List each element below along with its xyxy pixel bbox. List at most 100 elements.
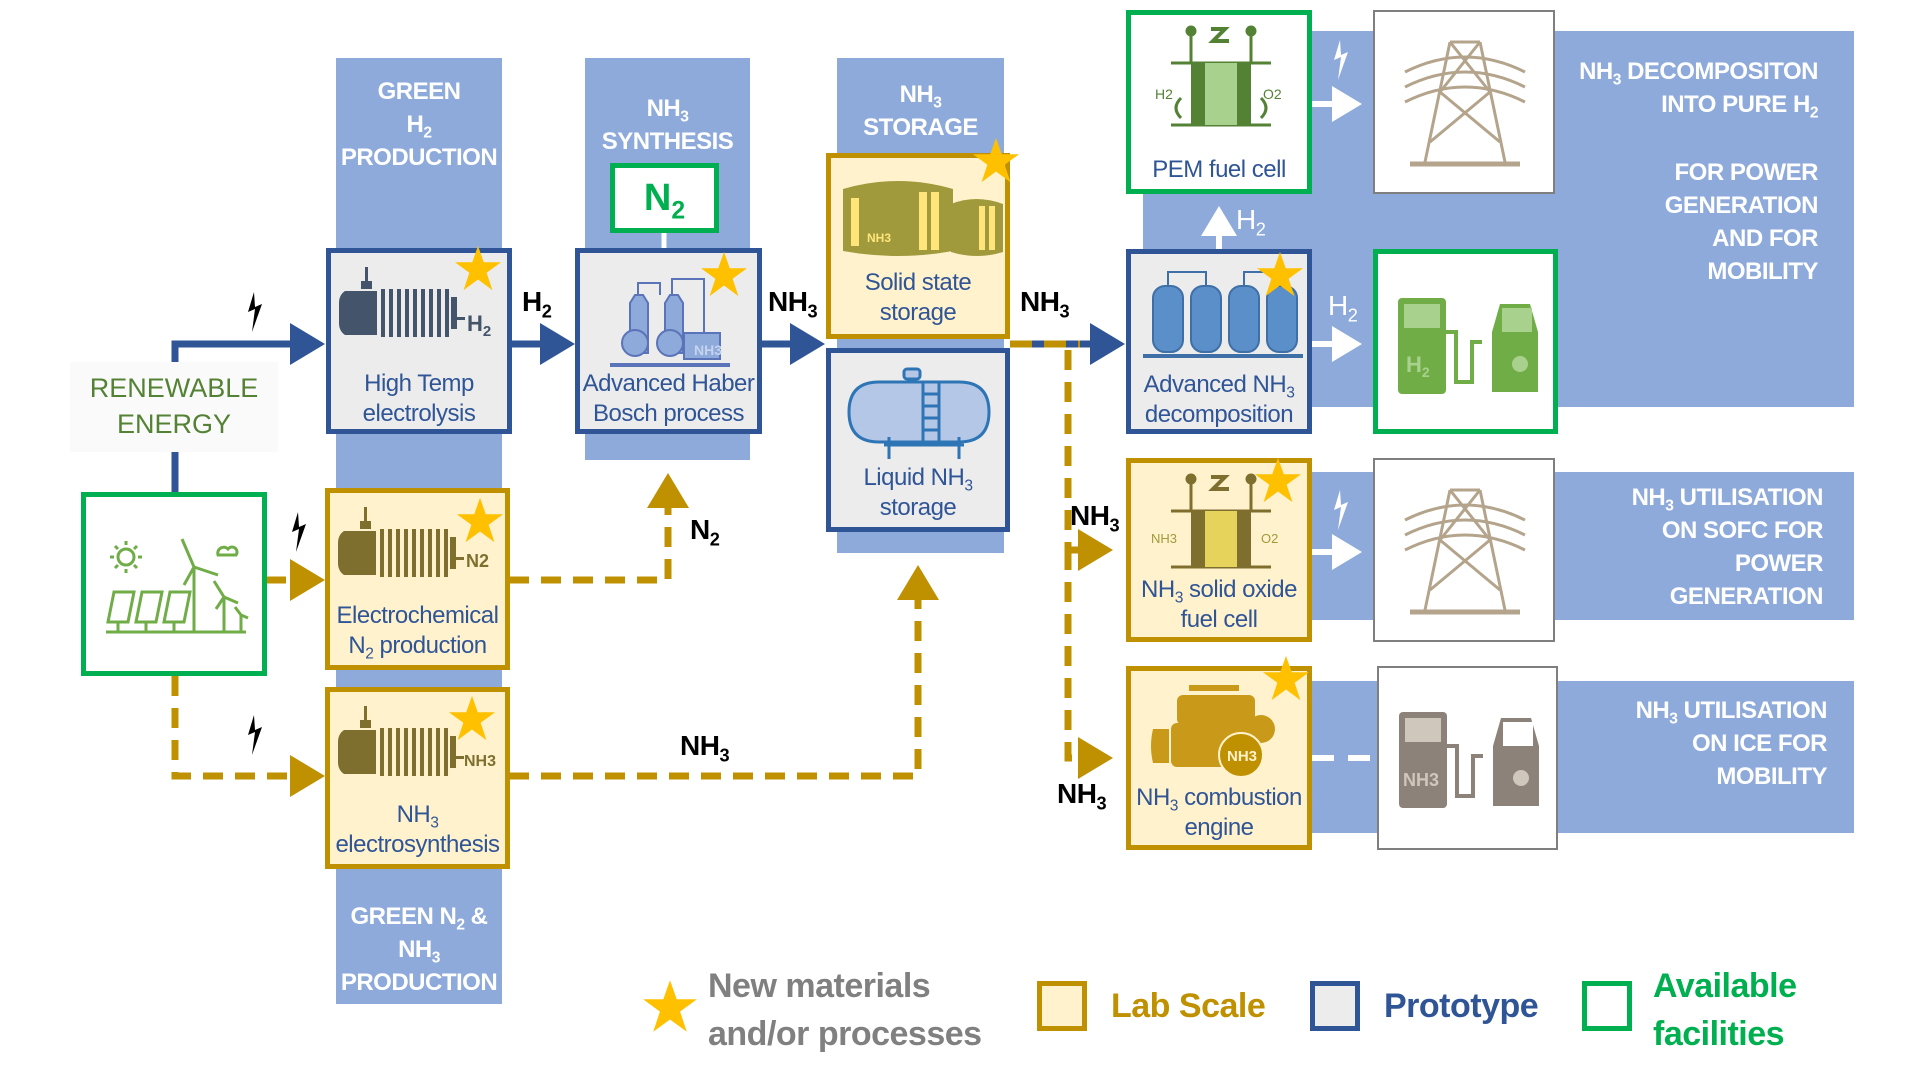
legend-prototype: Prototype xyxy=(1384,987,1539,1025)
text: facilities xyxy=(1653,1015,1785,1053)
reactor-columns-icon xyxy=(1143,271,1303,358)
stage-title-line: PRODUCTION xyxy=(340,144,498,171)
engine-icon: NH3 xyxy=(1151,685,1275,778)
application-title-sofc: NH3 UTILISATION ON SOFC FOR POWER GENERA… xyxy=(1523,481,1824,613)
star-icon xyxy=(456,497,504,543)
text: NH xyxy=(1635,697,1670,724)
box-power-grid-1 xyxy=(1373,10,1555,194)
text: Electrochemical xyxy=(336,602,499,629)
icon-tag: H2 xyxy=(467,311,491,340)
text: N2 production xyxy=(330,631,505,662)
box-label: Electrochemical N2 production xyxy=(330,601,505,662)
text: production xyxy=(373,632,488,659)
stage-title-line: STORAGE xyxy=(863,114,978,141)
text: NH xyxy=(1141,576,1175,603)
text: electrolysis xyxy=(362,400,476,427)
subscript: 2 xyxy=(423,124,432,142)
box-n2-supply[interactable]: N2 xyxy=(610,163,719,233)
renewable-energy-icon xyxy=(106,538,249,634)
text: & xyxy=(464,903,488,930)
flow-label-nh3: NH3 xyxy=(768,286,818,320)
text: NH xyxy=(396,801,431,828)
subscript: 3 xyxy=(431,949,441,967)
connector-renewable-to-electrosynth xyxy=(171,676,325,797)
text: Available xyxy=(1653,967,1797,1005)
text: New materials xyxy=(708,967,931,1005)
liquid-tank-icon xyxy=(847,367,991,459)
box-label: PEM fuel cell xyxy=(1131,155,1307,185)
icon-tag: NH3 xyxy=(464,753,496,770)
subscript: 3 xyxy=(1669,710,1678,728)
subscript: 3 xyxy=(1059,301,1070,322)
star-icon xyxy=(448,695,496,741)
star-icon xyxy=(454,245,502,291)
subscript: 3 xyxy=(1109,515,1120,536)
flow-label-h2: H2 xyxy=(522,286,552,322)
lightning-icon xyxy=(1334,490,1348,530)
n2-label: N2 xyxy=(644,177,685,223)
text: PEM fuel cell xyxy=(1152,156,1286,183)
app-title-line: FOR POWER xyxy=(1674,159,1819,186)
fuel-cell-icon: H2 O2 xyxy=(1155,25,1282,127)
chemical-plant-icon: NH3 xyxy=(610,278,730,367)
subscript: 2 xyxy=(1809,104,1819,122)
icon-tag: NH3 xyxy=(1151,531,1177,546)
star-icon xyxy=(1256,251,1304,297)
legend-swatch-available xyxy=(1582,981,1632,1031)
box-label: Solid state storage xyxy=(831,268,1005,328)
box-nh3-refuelling: NH3 xyxy=(1377,666,1558,850)
box-nh3-decomposition[interactable]: Advanced NH3 decomposition xyxy=(1126,249,1312,434)
subscript: 3 xyxy=(964,477,973,495)
subscript: 2 xyxy=(1347,305,1358,326)
stage-title-green-h2: GREEN H2 PRODUCTION xyxy=(336,75,502,174)
star-icon xyxy=(1254,457,1302,503)
connector-electrosynth-to-storage xyxy=(509,565,939,780)
text: ENERGY xyxy=(116,409,232,439)
legend-lab-scale: Lab Scale xyxy=(1111,987,1266,1025)
box-nh3-electrosynthesis[interactable]: NH3 NH3 electrosynthesis xyxy=(325,687,510,869)
text: N xyxy=(348,632,366,659)
text: decomposition xyxy=(1144,401,1294,428)
subscript: 2 xyxy=(456,916,465,934)
subscript: 3 xyxy=(430,814,439,832)
box-solid-state-storage[interactable]: NH3 Solid state storage xyxy=(826,153,1010,339)
subscript: 2 xyxy=(1255,219,1266,240)
text: Advanced NH3 xyxy=(1131,370,1307,402)
box-nh3-combustion-engine[interactable]: NH3 NH3 combustion engine xyxy=(1126,666,1312,850)
icon-tag: N2 xyxy=(466,551,489,571)
text: Solid state xyxy=(864,269,972,296)
box-pem-fuel-cell[interactable]: H2 O2 PEM fuel cell xyxy=(1126,10,1312,194)
text: NH3 solid oxide xyxy=(1131,575,1307,607)
icon-tag: O2 xyxy=(1263,86,1282,102)
stage-title-line: NH3 xyxy=(837,78,1004,111)
electrolyzer-icon: N2 xyxy=(338,507,489,577)
text: and/or processes xyxy=(708,1015,982,1053)
flow-label-nh3: NH3 xyxy=(1070,500,1120,536)
text: solid oxide xyxy=(1182,576,1297,603)
refuelling-station-icon: H2 xyxy=(1398,298,1538,394)
box-nh3-sofc[interactable]: NH3 O2 NH3 solid oxide fuel cell xyxy=(1126,458,1312,642)
subscript: 3 xyxy=(1286,384,1295,402)
subscript: 3 xyxy=(1174,589,1184,607)
stage-title-line: NH3 xyxy=(336,933,502,966)
legend-swatch-prototype xyxy=(1310,981,1360,1031)
subscript: 2 xyxy=(541,301,552,322)
text: RENEWABLE xyxy=(89,373,259,403)
text: NH3 combustion xyxy=(1131,783,1307,814)
subscript: 3 xyxy=(1665,497,1674,515)
box-label: NH3 combustion engine xyxy=(1131,783,1307,843)
box-liquid-nh3-storage[interactable]: Liquid NH3 storage xyxy=(826,348,1010,532)
renewable-energy-box[interactable] xyxy=(81,492,267,676)
text: storage xyxy=(879,299,957,326)
text: NH3 xyxy=(330,800,505,832)
text: storage xyxy=(879,494,957,521)
text: NH xyxy=(768,286,808,317)
lightning-icon xyxy=(1334,40,1348,80)
stage-title-line: GREEN N2 & xyxy=(336,900,502,933)
text: UTILISATION xyxy=(1673,484,1824,511)
electrolyzer-icon: H2 xyxy=(339,267,491,340)
text: fuel cell xyxy=(1180,606,1258,633)
text: GREEN N xyxy=(350,903,457,930)
stage-title-nh3-storage: NH3 STORAGE xyxy=(837,78,1004,144)
